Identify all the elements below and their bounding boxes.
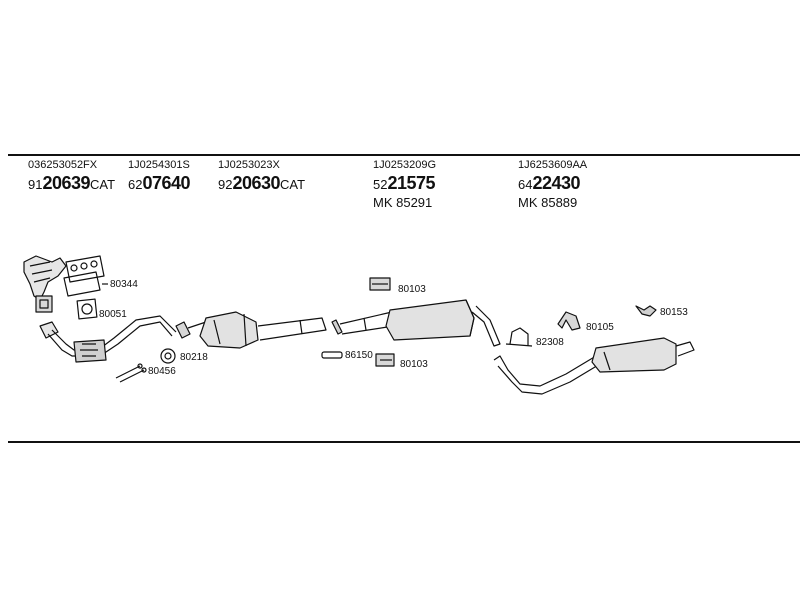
part-number: 6422430 — [518, 173, 581, 193]
callout-80105: 80105 — [586, 322, 614, 333]
hanger-80103-top-drawing — [369, 277, 391, 291]
part-column-1: 036253052FX 9120639CAT — [28, 159, 115, 194]
clamp-82308-drawing — [505, 327, 533, 347]
exhaust-manifold-drawing — [23, 255, 67, 313]
top-divider — [8, 154, 800, 156]
callout-80153: 80153 — [660, 307, 688, 318]
rear-silencer-drawing — [493, 337, 695, 395]
flange-gasket-drawing — [76, 298, 98, 320]
manifold-gasket-drawing — [63, 255, 105, 297]
ring-80218-drawing — [160, 348, 176, 364]
callout-80103-top: 80103 — [398, 284, 426, 295]
bottom-divider — [8, 441, 800, 443]
rubber-mount-80105-drawing — [557, 311, 581, 331]
oe-number: 1J0253023X — [218, 159, 280, 171]
callout-80344: 80344 — [110, 279, 138, 290]
part-number: 6207640 — [128, 173, 191, 193]
part-column-4: 1J0253209G 5221575 MK 85291 — [373, 159, 436, 210]
callout-86150: 86150 — [345, 350, 373, 361]
callout-80456: 80456 — [148, 366, 176, 377]
mk-number: MK 85889 — [518, 195, 578, 210]
part-number: 9220630CAT — [218, 173, 306, 193]
callout-82308: 82308 — [536, 337, 564, 348]
oe-number: 1J6253609AA — [518, 159, 588, 171]
part-column-3: 1J0253023X 9220630CAT — [218, 159, 305, 194]
callout-80103-bottom: 80103 — [400, 359, 428, 370]
callout-80051: 80051 — [99, 309, 127, 320]
oe-number: 036253052FX — [28, 159, 98, 171]
mk-number: MK 85291 — [373, 195, 433, 210]
part-column-2: 1J0254301S 6207640 — [128, 159, 191, 194]
oe-number: 1J0254301S — [128, 159, 190, 171]
part-number: 5221575 — [373, 173, 436, 193]
callout-80218: 80218 — [180, 352, 208, 363]
front-pipe-drawing — [39, 315, 177, 363]
part-column-5: 1J6253609AA 6422430 MK 85889 — [518, 159, 587, 210]
oe-number: 1J0253209G — [373, 159, 436, 171]
catalytic-converter-drawing — [175, 311, 327, 349]
bolts-80456-drawing — [115, 363, 147, 383]
middle-silencer-drawing — [331, 299, 501, 347]
hanger-80103-bottom-drawing — [375, 353, 395, 367]
rubber-mount-80153-drawing — [635, 305, 657, 317]
clamp-86150-drawing — [321, 351, 343, 359]
part-number: 9120639CAT — [28, 173, 116, 193]
